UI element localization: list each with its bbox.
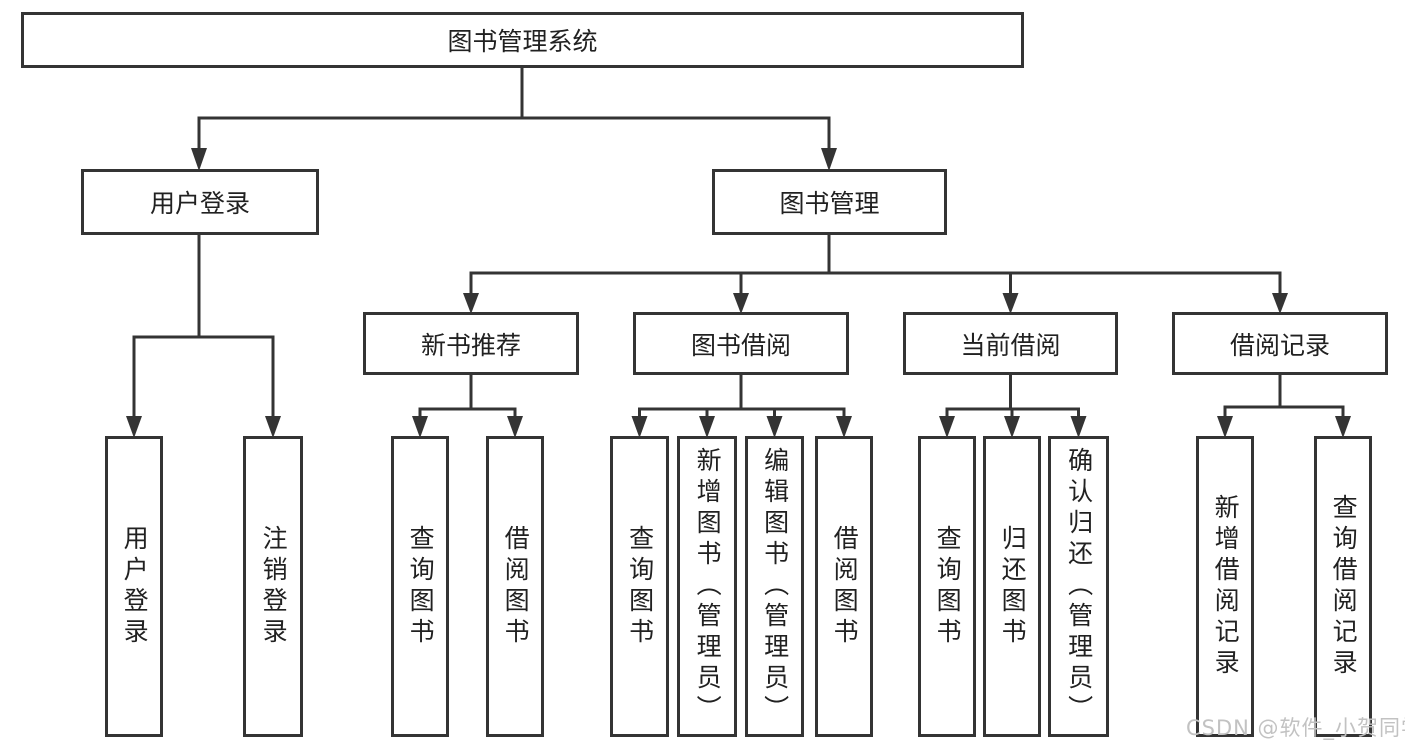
node-book-management-label: 图书管理: [779, 189, 880, 218]
leaf-rec-query-books-label: 查询图书: [406, 524, 436, 649]
node-current-borrow-label: 当前借阅: [960, 330, 1061, 360]
leaf-rec-borrow-books-label: 借阅图书: [501, 524, 531, 649]
leaf-logout-label: 注销登录: [259, 524, 289, 649]
leaf-current-query-books: 查询图书: [918, 436, 976, 737]
csdn-watermark: CSDN @软件_小贺同学: [1186, 716, 1405, 740]
leaf-current-return-books-label: 归还图书: [998, 524, 1028, 649]
leaf-borrow-add-books-admin: 新增图书（管理员）: [677, 436, 737, 737]
connector-line: [469, 232, 1282, 295]
node-borrow-records-label: 借阅记录: [1229, 330, 1330, 360]
connector-line: [1223, 375, 1345, 417]
node-book-management: 图书管理: [712, 169, 947, 235]
leaf-borrow-edit-books-admin-label: 编辑图书（管理员）: [760, 447, 790, 726]
leaf-current-return-books: 归还图书: [983, 436, 1041, 737]
arrowhead-icon: [1272, 293, 1288, 314]
leaf-borrow-borrow-books-label: 借阅图书: [830, 524, 860, 649]
node-current-borrow: 当前借阅: [903, 312, 1118, 375]
leaf-log-add-record-label: 新增借阅记录: [1211, 493, 1241, 680]
connector-lines-group: [132, 66, 1345, 417]
leaf-log-add-record: 新增借阅记录: [1196, 436, 1254, 737]
connector-line: [638, 375, 846, 417]
leaf-user-login: 用户登录: [105, 436, 163, 737]
arrowhead-icon: [631, 416, 648, 438]
leaf-logout: 注销登录: [243, 436, 303, 737]
node-root-system: 图书管理系统: [21, 12, 1024, 68]
connector-line: [197, 66, 831, 150]
leaf-borrow-borrow-books: 借阅图书: [815, 436, 873, 737]
leaf-borrow-query-books-label: 查询图书: [625, 524, 655, 649]
connector-line: [945, 375, 1080, 417]
node-book-borrow: 图书借阅: [633, 312, 849, 375]
leaf-borrow-edit-books-admin: 编辑图书（管理员）: [745, 436, 804, 737]
leaf-user-login-label: 用户登录: [120, 524, 150, 649]
leaf-current-confirm-return-admin-label: 确认归还（管理员）: [1064, 447, 1094, 726]
arrowhead-icon: [733, 293, 749, 314]
node-book-borrow-label: 图书借阅: [690, 330, 791, 360]
node-user-login-label: 用户登录: [149, 189, 250, 218]
arrowhead-icon: [699, 416, 715, 438]
arrowhead-icon: [1217, 416, 1233, 438]
arrowhead-icon: [463, 293, 479, 314]
node-root-label: 图书管理系统: [447, 27, 598, 56]
arrowhead-icon: [1070, 416, 1087, 438]
arrowhead-icon: [1004, 416, 1020, 438]
node-new-book-recommend-label: 新书推荐: [420, 330, 521, 360]
arrowhead-icon: [1335, 416, 1351, 438]
connector-line: [418, 375, 517, 417]
arrowhead-icon: [766, 416, 783, 438]
leaf-current-query-books-label: 查询图书: [933, 524, 963, 649]
leaf-borrow-query-books: 查询图书: [610, 436, 669, 737]
arrowhead-icon: [507, 416, 523, 438]
arrowheads-group: [126, 148, 1351, 438]
arrowhead-icon: [1002, 293, 1019, 314]
arrowhead-icon: [821, 148, 837, 171]
arrowhead-icon: [939, 416, 955, 438]
arrowhead-icon: [191, 148, 207, 171]
leaf-current-confirm-return-admin: 确认归还（管理员）: [1048, 436, 1109, 737]
arrowhead-icon: [836, 416, 852, 438]
leaf-log-query-record-label: 查询借阅记录: [1329, 493, 1359, 680]
leaf-rec-query-books: 查询图书: [391, 436, 449, 737]
leaf-borrow-add-books-admin-label: 新增图书（管理员）: [693, 447, 723, 726]
arrowhead-icon: [126, 416, 142, 438]
leaf-log-query-record: 查询借阅记录: [1314, 436, 1372, 737]
connector-line: [132, 234, 275, 417]
leaf-rec-borrow-books: 借阅图书: [486, 436, 544, 737]
node-borrow-records: 借阅记录: [1172, 312, 1388, 375]
node-new-book-recommend: 新书推荐: [363, 312, 579, 375]
arrowhead-icon: [265, 416, 281, 438]
arrowhead-icon: [412, 416, 428, 438]
node-user-login: 用户登录: [81, 169, 319, 235]
